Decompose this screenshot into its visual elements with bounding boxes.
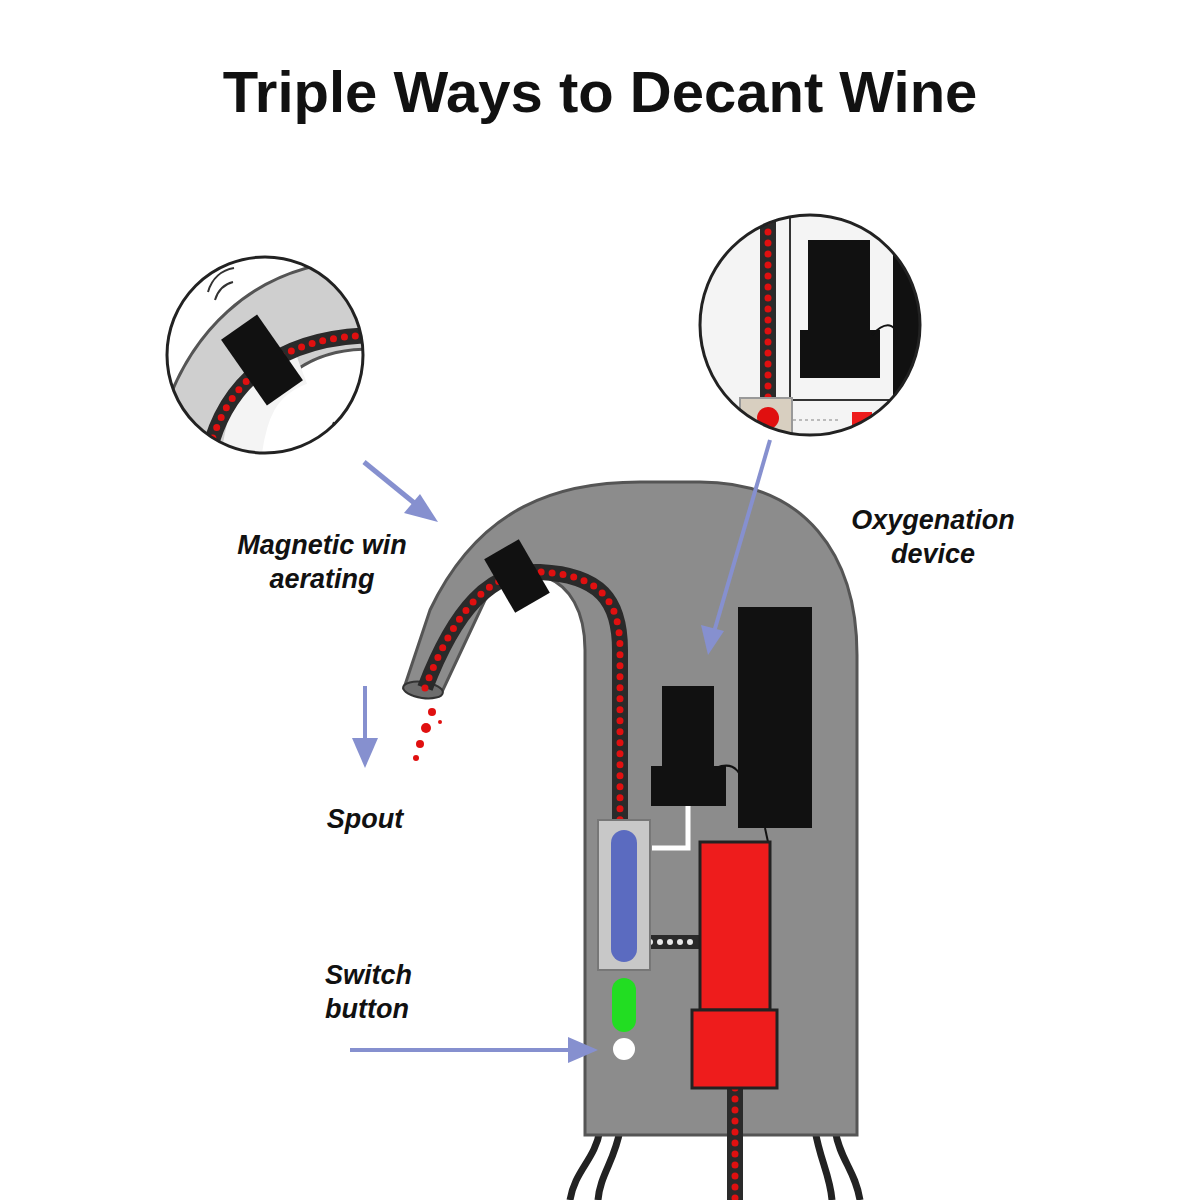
page-title: Triple Ways to Decant Wine	[0, 58, 1200, 125]
part-label: Switch button	[325, 958, 455, 1026]
zoom-oxygenation	[700, 200, 923, 450]
switch-button-dot	[613, 1038, 635, 1060]
part-label: Spout	[305, 802, 425, 836]
oxygenation-device	[651, 607, 812, 842]
part-label: Oxygenation device	[828, 503, 1038, 571]
magnetic-band	[484, 539, 550, 613]
device-body	[404, 482, 857, 1135]
pump-unit	[598, 806, 777, 1088]
wine-drops	[413, 708, 442, 761]
part-label: Magnetic win aerating	[220, 528, 425, 596]
wine-tube	[425, 572, 735, 1200]
leader-arrows	[350, 440, 770, 1063]
zoom-magnetic	[167, 257, 380, 470]
base-legs	[570, 1130, 860, 1200]
